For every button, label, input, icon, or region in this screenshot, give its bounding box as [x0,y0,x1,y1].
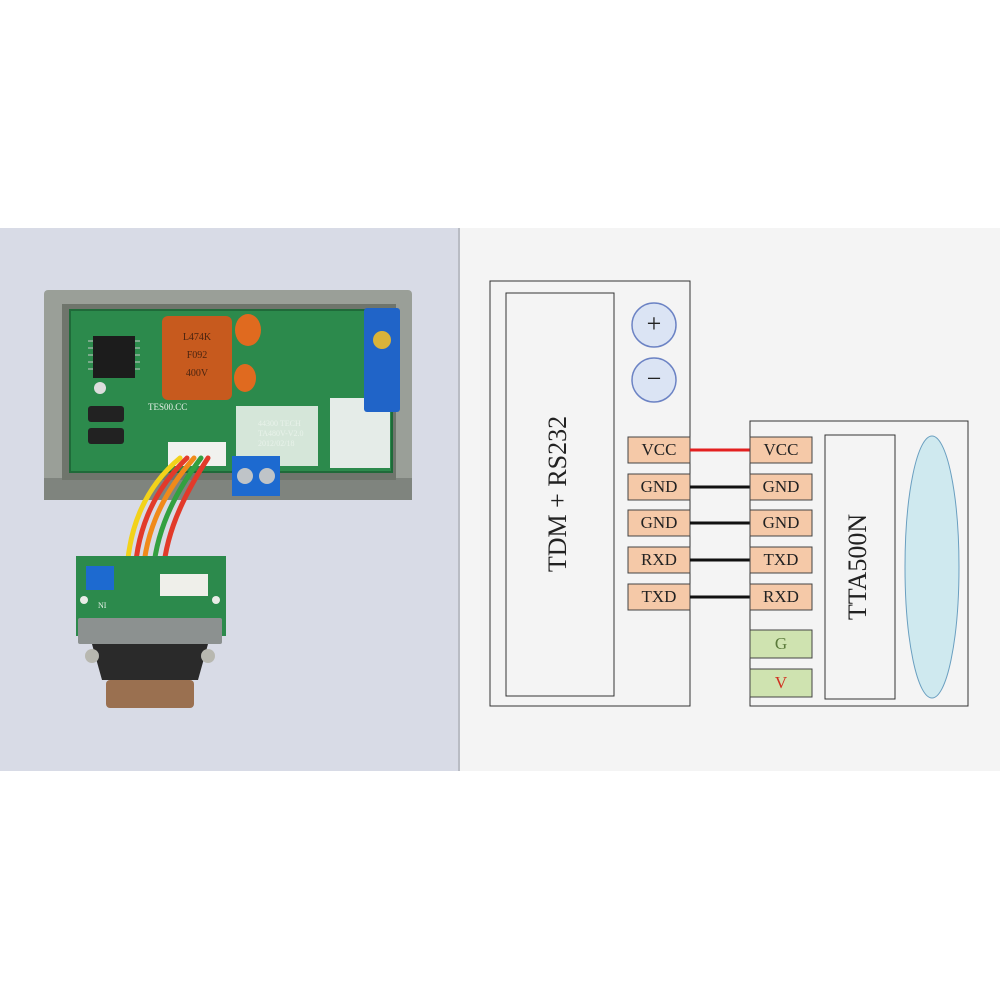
electrolytic-capacitor [88,428,124,444]
microcontroller-chip [93,336,135,378]
left-pin-txd: TXD [627,583,691,611]
blue-potentiometer [364,308,400,412]
board-silkscreen-3: TA480V-V2.0 [258,429,304,438]
right-pin-label: VCC [764,440,799,459]
minus-symbol: − [647,364,662,393]
right-pin-label: RXD [763,587,799,606]
left-pin-label: TXD [642,587,677,606]
right-module-label-box [824,434,896,700]
plus-symbol: + [647,309,662,338]
left-module-title: TDM + RS232 [543,416,572,572]
photo-panel: L474K F092 400V TES00.CC 44300 TECH TA48… [0,228,458,771]
minus-terminal-icon [631,357,677,403]
panel-divider [458,228,460,771]
electrolytic-capacitor [88,406,124,422]
right-pin-txd: TXD [749,546,813,574]
left-pin-vcc: VCC [627,436,691,464]
left-pin-gnd: GND [627,473,691,501]
left-pin-label: GND [641,513,678,532]
right-pin-rxd: RXD [749,583,813,611]
right-pin-label: GND [763,513,800,532]
left-pin-gnd: GND [627,509,691,537]
extra-pin-label: G [775,634,787,653]
small-capacitor [235,314,261,346]
left-pin-label: VCC [642,440,677,459]
right-pin-label: TXD [764,550,799,569]
adapter-label: NI [98,601,107,610]
device-photo: L474K F092 400V TES00.CC 44300 TECH TA48… [44,290,412,708]
plus-terminal-icon [631,302,677,348]
capacitor-marking-3: 400V [186,368,209,379]
left-pin-rxd: RXD [627,546,691,574]
left-pin-label: RXD [641,550,677,569]
left-pin-label: GND [641,477,678,496]
db9-connector [78,618,222,644]
right-pin-gnd: GND [749,509,813,537]
extra-pin-label: V [775,673,788,692]
capacitor-marking-2: F092 [187,350,208,361]
small-capacitor [234,364,256,392]
board-silkscreen-1: TES00.CC [148,402,187,412]
sensor-window [904,435,960,699]
film-capacitor [162,316,232,400]
board-silkscreen-2: 44300 TECH [258,419,301,428]
left-module-label-box [505,292,615,697]
board-silkscreen-4: 2012/02/18 [258,439,294,448]
right-pin-v: V [749,668,813,698]
right-pin-g: G [749,629,813,659]
wiring-diagram: TDM + RS232 + − VCC GND GND RXD TXD [489,280,969,707]
capacitor-marking-1: L474K [183,332,212,343]
right-pin-gnd: GND [749,473,813,501]
right-module-title: TTA500N [843,514,872,620]
right-pin-label: GND [763,477,800,496]
wiring-diagram-panel: TDM + RS232 + − VCC GND GND RXD TXD [460,228,1000,771]
right-pin-vcc: VCC [749,436,813,464]
